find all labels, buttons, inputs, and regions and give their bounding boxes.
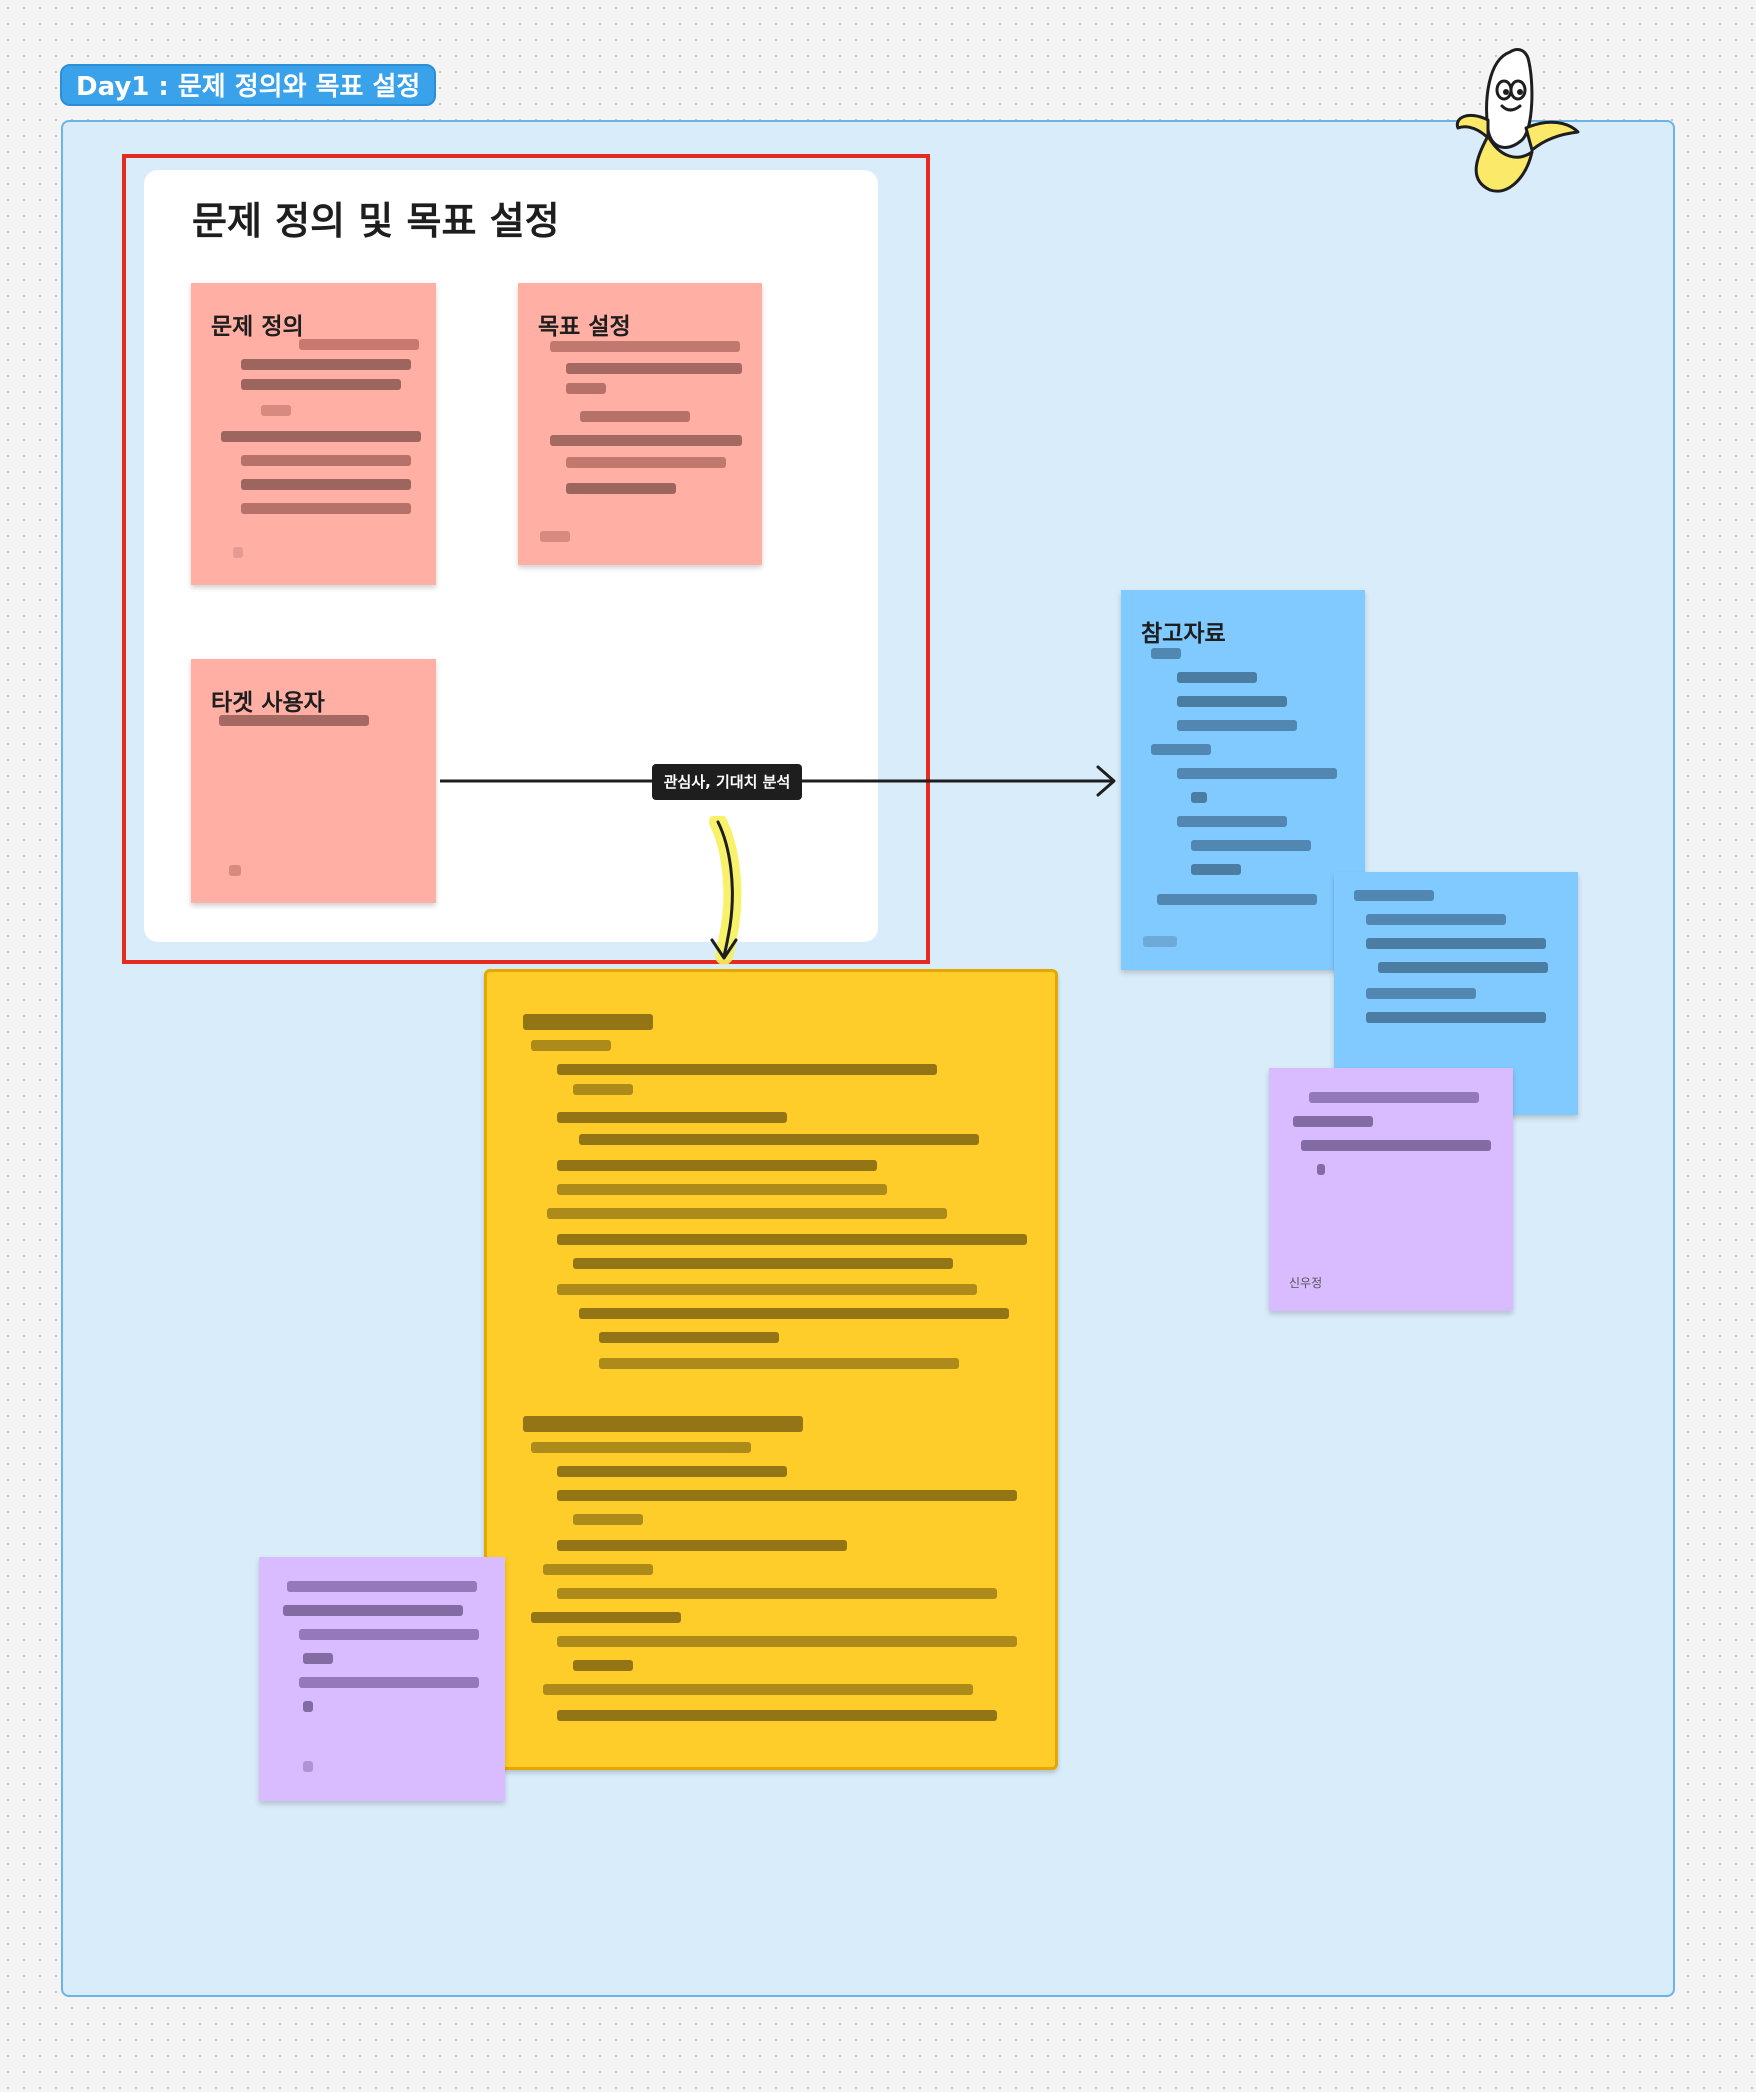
- blurred-text: [1366, 914, 1506, 925]
- sticky-goal-setting[interactable]: 목표 설정: [518, 283, 762, 565]
- blurred-text: [573, 1258, 953, 1269]
- blurred-text: [573, 1660, 633, 1671]
- blurred-text: [233, 547, 243, 558]
- banana-mascot-icon: [1455, 48, 1580, 193]
- blurred-text: [550, 341, 740, 352]
- blurred-text: [1293, 1116, 1373, 1127]
- sticky-problem-definition[interactable]: 문제 정의: [191, 283, 436, 585]
- blurred-text: [540, 531, 570, 542]
- blurred-text: [580, 411, 690, 422]
- blurred-text: [1354, 890, 1434, 901]
- blurred-text: [1177, 720, 1297, 731]
- blurred-text: [1151, 648, 1181, 659]
- blurred-text: [299, 339, 419, 350]
- blurred-text: [557, 1466, 787, 1477]
- blurred-text: [1191, 792, 1207, 803]
- sticky-references[interactable]: 참고자료: [1121, 590, 1365, 970]
- blurred-text: [557, 1184, 887, 1195]
- blurred-text: [1366, 988, 1476, 999]
- blurred-text: [566, 383, 606, 394]
- sticky-title: 타겟 사용자: [211, 690, 325, 716]
- blurred-text: [1157, 894, 1317, 905]
- blurred-text: [543, 1564, 653, 1575]
- blurred-text: [1177, 672, 1257, 683]
- blurred-text: [241, 479, 411, 490]
- blurred-text: [566, 363, 742, 374]
- blurred-text: [557, 1540, 847, 1551]
- blurred-text: [557, 1160, 877, 1171]
- blurred-text: [531, 1612, 681, 1623]
- sticky-comment-right[interactable]: 신우정: [1269, 1068, 1513, 1311]
- blurred-text: [557, 1112, 787, 1123]
- blurred-text: [1151, 744, 1211, 755]
- sticky-author: 신우정: [1289, 1276, 1323, 1290]
- blurred-text: [241, 359, 411, 370]
- blurred-text: [547, 1208, 947, 1219]
- sticky-title: 목표 설정: [538, 314, 631, 340]
- blurred-text: [1301, 1140, 1491, 1151]
- blurred-text: [1366, 1012, 1546, 1023]
- sticky-target-user[interactable]: 타겟 사용자: [191, 659, 436, 903]
- blurred-text: [579, 1134, 979, 1145]
- blurred-text: [557, 1064, 937, 1075]
- blurred-heading: [523, 1416, 803, 1432]
- connector-label[interactable]: 관심사, 기대치 분석: [652, 764, 802, 800]
- blurred-text: [557, 1490, 1017, 1501]
- blurred-text: [1378, 962, 1548, 973]
- blurred-text: [599, 1332, 779, 1343]
- blurred-heading: [523, 1014, 653, 1030]
- blurred-text: [573, 1514, 643, 1525]
- blurred-text: [1366, 938, 1546, 949]
- blurred-text: [1177, 768, 1337, 779]
- blurred-text: [557, 1636, 1017, 1647]
- blurred-text: [229, 865, 241, 876]
- blurred-text: [550, 435, 742, 446]
- blurred-text: [1191, 840, 1311, 851]
- blurred-text: [1177, 696, 1287, 707]
- blurred-text: [566, 457, 726, 468]
- blurred-text: [1177, 816, 1287, 827]
- blurred-text: [579, 1308, 1009, 1319]
- blurred-text: [261, 405, 291, 416]
- blurred-text: [1309, 1092, 1479, 1103]
- blurred-text: [303, 1701, 313, 1712]
- highlight-arrow-icon[interactable]: [690, 816, 760, 966]
- blurred-text: [543, 1684, 973, 1695]
- blurred-text: [1143, 936, 1177, 947]
- sticky-title: 문제 정의: [211, 314, 304, 340]
- blurred-text: [557, 1284, 977, 1295]
- blurred-text: [557, 1234, 1027, 1245]
- sticky-title: 참고자료: [1141, 621, 1226, 647]
- sticky-comment-left[interactable]: [259, 1557, 505, 1801]
- frame-title: 문제 정의 및 목표 설정: [192, 199, 560, 243]
- blurred-text: [241, 503, 411, 514]
- blurred-text: [1317, 1164, 1325, 1175]
- blurred-text: [531, 1040, 611, 1051]
- sticky-analysis-notes[interactable]: [484, 969, 1058, 1770]
- blurred-text: [221, 431, 421, 442]
- blurred-text: [299, 1629, 479, 1640]
- blurred-text: [599, 1358, 959, 1369]
- blurred-text: [557, 1588, 997, 1599]
- blurred-text: [283, 1605, 463, 1616]
- blurred-text: [241, 455, 411, 466]
- blurred-text: [573, 1084, 633, 1095]
- blurred-text: [299, 1677, 479, 1688]
- section-label[interactable]: Day1 : 문제 정의와 목표 설정: [60, 64, 437, 106]
- blurred-text: [287, 1581, 477, 1592]
- blurred-text: [303, 1653, 333, 1664]
- blurred-text: [219, 715, 369, 726]
- blurred-text: [241, 379, 401, 390]
- blurred-text: [303, 1761, 313, 1772]
- blurred-text: [1191, 864, 1241, 875]
- frame-highlight-outline: [122, 154, 930, 964]
- blurred-text: [557, 1710, 997, 1721]
- blurred-text: [566, 483, 676, 494]
- blurred-text: [531, 1442, 751, 1453]
